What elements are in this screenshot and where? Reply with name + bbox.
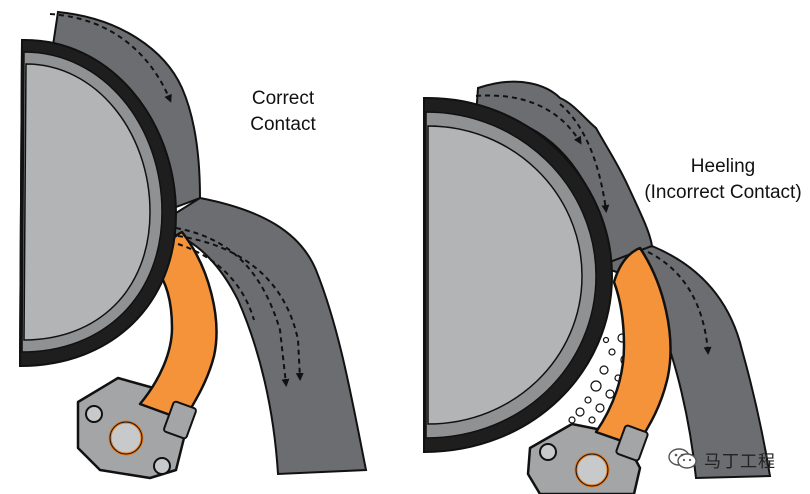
- correct-contact-diagram: [18, 10, 368, 480]
- bolt-left-2: [153, 457, 171, 475]
- blade-clamp-left: [163, 400, 197, 440]
- flow-arrow-left-3: [177, 243, 255, 321]
- blade-clamp-right: [615, 424, 649, 462]
- flow-arrow-right-top: [475, 94, 582, 145]
- flow-arrow-right-2: [647, 251, 712, 355]
- wechat-logo-icon: [668, 448, 697, 469]
- caption-heeling: Heeling (Incorrect Contact): [636, 154, 810, 206]
- watermark: 马丁工程: [668, 446, 776, 472]
- cleaner-blade-left: [138, 230, 218, 422]
- caption-correct-line2: Contact: [250, 114, 316, 135]
- flow-arrow-left-1: [175, 227, 290, 387]
- pulley-drum-right: [423, 96, 614, 454]
- caption-heeling-line2: (Incorrect Contact): [644, 182, 802, 203]
- caption-correct-contact: Correct Contact: [238, 86, 328, 138]
- flow-arrow-right-1: [559, 103, 610, 213]
- caption-correct-line1: Correct: [251, 88, 315, 109]
- caption-heeling-line1: Heeling: [690, 156, 756, 177]
- watermark-text: 马丁工程: [704, 451, 776, 472]
- bolt-left-1: [85, 405, 103, 423]
- cleaner-blade-right: [594, 246, 672, 448]
- pulley-drum-left: [18, 38, 178, 368]
- bolt-right-1: [539, 443, 557, 461]
- flow-arrow-left-2: [177, 235, 304, 381]
- belt-discharge-left: [167, 196, 368, 476]
- heeling-diagram: [423, 80, 772, 494]
- flow-arrow-left-top: [49, 13, 172, 103]
